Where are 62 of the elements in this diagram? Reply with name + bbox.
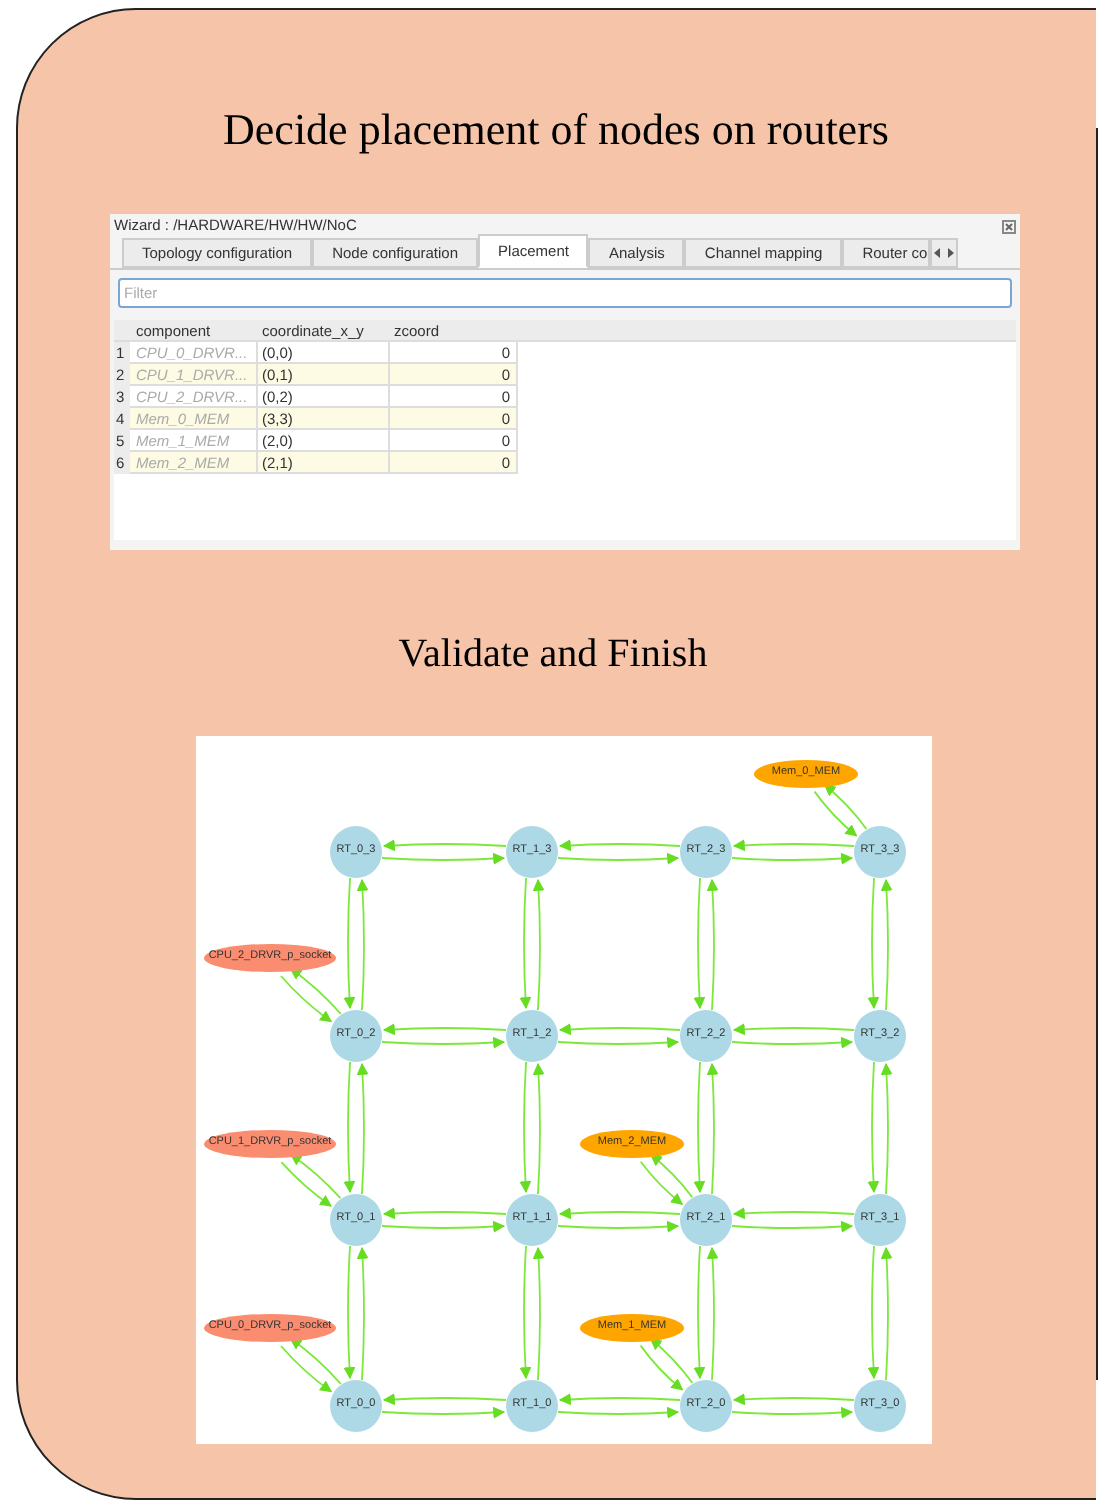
arrow xyxy=(732,839,855,852)
heading: Validate and Finish xyxy=(396,630,710,680)
arrow xyxy=(731,1220,854,1233)
arrow xyxy=(731,1406,854,1419)
arrow xyxy=(382,839,507,852)
arrow xyxy=(557,1220,680,1233)
arrow xyxy=(706,878,719,1011)
arrow xyxy=(867,877,880,1010)
arrow xyxy=(532,1246,545,1381)
arrow xyxy=(280,1345,333,1393)
heading: Decide placement of nodes on routers xyxy=(221,102,891,158)
arrow xyxy=(280,1161,332,1207)
arrow xyxy=(558,839,681,852)
arrow xyxy=(343,1061,356,1194)
arrow xyxy=(382,1393,507,1406)
arrow xyxy=(382,1023,507,1036)
arrow xyxy=(880,878,893,1011)
arrow xyxy=(649,1153,694,1199)
arrow xyxy=(706,1246,719,1381)
arrow xyxy=(558,1393,681,1406)
arrow xyxy=(732,1207,855,1220)
arrow xyxy=(289,1153,342,1200)
arrow xyxy=(519,877,532,1010)
arrow xyxy=(867,1245,880,1380)
arrow xyxy=(732,1023,855,1036)
arrow xyxy=(519,1061,532,1194)
arrow xyxy=(356,878,369,1011)
arrow xyxy=(381,1036,506,1049)
arrow xyxy=(289,1337,342,1385)
arrow xyxy=(706,1062,719,1195)
arrow xyxy=(558,1023,681,1036)
arrow xyxy=(880,1246,893,1381)
arrow xyxy=(280,975,333,1023)
arrow xyxy=(343,877,356,1010)
arrow xyxy=(381,1220,506,1233)
arrow xyxy=(289,967,342,1015)
arrow xyxy=(356,1246,369,1381)
arrow xyxy=(356,1062,369,1195)
arrow xyxy=(823,783,868,830)
arrow xyxy=(343,1245,356,1380)
arrow xyxy=(557,1406,680,1419)
arrow xyxy=(382,1207,507,1220)
arrow xyxy=(532,878,545,1011)
arrow xyxy=(649,1337,694,1384)
arrow xyxy=(693,877,706,1010)
arrow xyxy=(813,790,858,837)
arrow xyxy=(532,1062,545,1195)
arrow xyxy=(557,852,680,865)
arrow xyxy=(519,1245,532,1380)
arrow xyxy=(639,1160,684,1206)
arrow xyxy=(693,1245,706,1380)
arrow xyxy=(639,1344,684,1391)
arrow xyxy=(693,1061,706,1194)
arrow xyxy=(731,852,854,865)
arrow xyxy=(381,1406,506,1419)
arrow xyxy=(880,1062,893,1195)
arrow xyxy=(381,852,506,865)
arrow xyxy=(558,1207,681,1220)
arrow xyxy=(557,1036,680,1049)
arrow xyxy=(731,1036,854,1049)
arrow xyxy=(732,1393,855,1406)
arrow xyxy=(867,1061,880,1194)
